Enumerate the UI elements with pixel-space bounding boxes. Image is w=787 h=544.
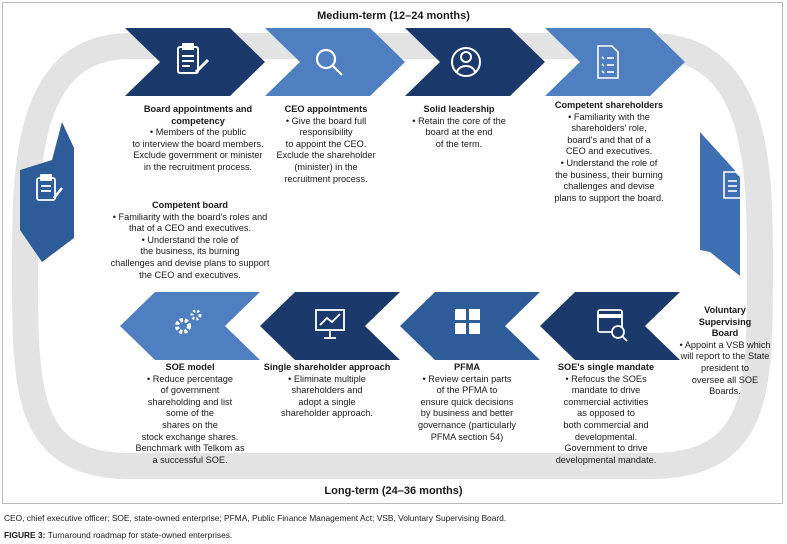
stage-title: Solid leadership <box>423 104 495 114</box>
stage-title: PFMA <box>453 362 481 372</box>
arrow-stage-6 <box>540 292 680 360</box>
stage-title: Single shareholder approach <box>263 362 391 372</box>
checklist-icon <box>597 45 619 79</box>
figure-frame <box>2 2 783 504</box>
calendar-search-icon <box>597 309 628 342</box>
medium-term-label: Medium-term (12–24 months) <box>317 10 470 22</box>
stage-body: • Familiarity with the shareholders' rol… <box>554 111 664 203</box>
arrow-stage-8 <box>260 292 400 360</box>
stage-body: • Eliminate multiple shareholders and ad… <box>281 373 373 419</box>
stage-body: • Give the board full responsibility to … <box>276 115 376 184</box>
stage-ceo-appointments: CEO appointments • Give the board full r… <box>262 104 390 185</box>
stage-body: • Review certain parts of the PFMA to en… <box>417 373 517 442</box>
grid-icon <box>455 309 480 334</box>
stage-voluntary-supervising-board: Voluntary Supervising Board • Appoint a … <box>668 305 782 398</box>
stage-body: • Refocus the SOEs mandate to drive comm… <box>555 373 657 465</box>
clipboard-check-icon <box>36 174 64 201</box>
long-term-label: Long-term (24–36 months) <box>324 485 463 497</box>
figure-caption-label: FIGURE 3: <box>4 530 46 540</box>
stage-competent-shareholders: Competent shareholders • Familiarity wit… <box>534 100 684 204</box>
figure-caption: FIGURE 3: Turnaround roadmap for state-o… <box>4 530 232 540</box>
stage-title: SOE model <box>165 362 215 372</box>
stage-title: Competent shareholders <box>554 100 664 110</box>
stage-pfma: PFMA • Review certain parts of the PFMA … <box>400 362 534 443</box>
stage-soe-single-mandate: SOE's single mandate • Refocus the SOEs … <box>538 362 674 466</box>
arrow-stage-4 <box>545 28 685 96</box>
magnifier-icon <box>315 48 343 76</box>
stage-title: Board appointments and competency <box>143 104 253 126</box>
stage-body: • Familiarity with the board's roles and… <box>110 211 270 280</box>
stage-title: SOE's single mandate <box>557 362 655 372</box>
figure-caption-text: Turnaround roadmap for state-owned enter… <box>47 530 233 540</box>
stage-title: Competent board <box>151 200 229 210</box>
person-icon <box>451 47 481 77</box>
arrow-stage-1 <box>125 28 265 96</box>
stage-body: • Retain the core of the board at the en… <box>412 115 506 149</box>
stage-board-appointments: Board appointments and competency • Memb… <box>108 104 288 174</box>
stage-soe-model: SOE model • Reduce percentage of governm… <box>122 362 258 466</box>
stage-competent-board: Competent board • Familiarity with the b… <box>92 200 288 281</box>
stage-body: • Reduce percentage of government shareh… <box>135 373 245 465</box>
stage-body: • Appoint a VSB which will report to the… <box>679 339 771 397</box>
arrow-stage-10 <box>20 122 74 262</box>
arrow-stage-5 <box>700 132 740 276</box>
stage-title: Voluntary Supervising Board <box>698 305 752 339</box>
checklist-icon <box>723 171 742 199</box>
stage-title: CEO appointments <box>284 104 368 114</box>
chart-board-icon <box>315 309 345 339</box>
abbreviations-footnote: CEO, chief executive officer; SOE, state… <box>4 513 507 523</box>
stage-body: • Members of the public to interview the… <box>132 127 264 172</box>
gears-icon <box>175 309 202 334</box>
arrow-stage-3 <box>405 28 545 96</box>
stage-single-shareholder: Single shareholder approach • Eliminate … <box>254 362 400 420</box>
clipboard-pen-icon <box>177 43 210 74</box>
stage-solid-leadership: Solid leadership • Retain the core of th… <box>396 104 522 150</box>
